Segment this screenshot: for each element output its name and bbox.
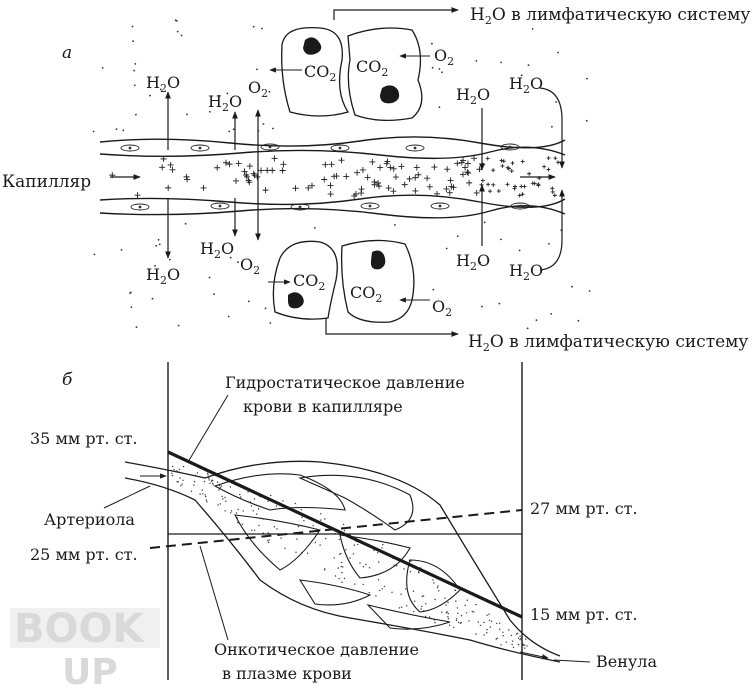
co2-label-top-right: CO2 <box>356 57 388 79</box>
capillary-wall-top <box>99 136 566 160</box>
lymph-arrow-top <box>333 7 459 20</box>
water-arrows <box>165 87 565 271</box>
arteriole-leader <box>103 485 151 509</box>
h2o-label-8: H2O <box>509 261 543 283</box>
pressure-35: 35 мм рт. ст. <box>30 429 138 448</box>
endothelial-cells <box>120 143 530 211</box>
capillary-wall-bottom <box>99 194 566 219</box>
hydrostatic-label-line2: крови в капилляре <box>243 397 403 416</box>
h2o-label-5: H2O <box>200 239 234 261</box>
capillary-lumen-particles <box>109 155 561 199</box>
h2o-label-3: H2O <box>456 85 490 107</box>
svg-text:BOOK: BOOK <box>14 606 145 652</box>
svg-text:UP: UP <box>62 652 118 690</box>
capillary-label: Капилляр <box>2 172 91 192</box>
watermark-logo: BOOK UP <box>10 606 160 690</box>
svg-text:H2O: H2O <box>200 239 234 261</box>
svg-text:H2O: H2O <box>146 73 180 95</box>
h2o-label-2: H2O <box>208 92 242 114</box>
panel-b-label: б <box>62 370 73 390</box>
panel-a-label: а <box>62 43 72 63</box>
arteriole-label: Артериола <box>44 510 135 529</box>
svg-text:O2: O2 <box>240 255 260 277</box>
hydrostatic-label-line1: Гидростатическое давление <box>225 373 465 392</box>
h2o-label-1: H2O <box>146 73 180 95</box>
svg-text:H2O: H2O <box>509 261 543 283</box>
tissue-cells-top <box>281 26 423 122</box>
lymph-label-bottom: H2O в лимфатическую систему <box>468 332 748 354</box>
o2-label-bottom-left: O2 <box>240 255 260 277</box>
svg-text:H2O в лимфатическую систему: H2O в лимфатическую систему <box>470 5 750 27</box>
co2-label-bottom-left: CO2 <box>293 271 325 293</box>
svg-text:CO2: CO2 <box>350 283 382 305</box>
svg-text:H2O: H2O <box>456 251 490 273</box>
svg-text:H2O: H2O <box>146 265 180 287</box>
pressure-27: 27 мм рт. ст. <box>530 499 638 518</box>
venule-label: Венула <box>596 652 657 671</box>
co2-label-bottom-right: CO2 <box>350 283 382 305</box>
interstitial-space-dots <box>92 19 591 330</box>
svg-text:CO2: CO2 <box>293 271 325 293</box>
pressure-15: 15 мм рт. ст. <box>530 605 638 624</box>
o2-label-bottom-right: O2 <box>432 297 452 319</box>
venule-flow-arrow <box>519 651 549 660</box>
svg-text:O2: O2 <box>248 78 268 100</box>
co2-label-top-left: CO2 <box>304 62 336 84</box>
oncotic-label-line1: Онкотическое давление <box>214 640 419 659</box>
svg-text:CO2: CO2 <box>356 57 388 79</box>
oncotic-leader <box>199 545 229 641</box>
lymph-arrow-bottom <box>325 318 459 337</box>
tissue-cells-bottom <box>272 239 415 323</box>
o2-label-top-left: O2 <box>248 78 268 100</box>
gas-exchange-arrows <box>268 53 430 303</box>
svg-text:H2O в лимфатическую систему: H2O в лимфатическую систему <box>468 332 748 354</box>
svg-text:O2: O2 <box>432 297 452 319</box>
pressure-25: 25 мм рт. ст. <box>30 545 138 564</box>
h2o-label-7: H2O <box>456 251 490 273</box>
hydrostatic-leader <box>187 394 229 463</box>
venule-leader <box>553 659 591 663</box>
svg-text:CO2: CO2 <box>304 62 336 84</box>
svg-text:H2O: H2O <box>208 92 242 114</box>
capillary-bed-network <box>124 460 561 663</box>
oncotic-label-line2: в плазме крови <box>222 664 352 683</box>
o2-label-top-right: O2 <box>434 46 454 68</box>
oncotic-pressure-line <box>149 509 523 549</box>
panel-a: Капилляр а H2O в лимфатическую систему H… <box>2 5 750 354</box>
svg-text:H2O: H2O <box>456 85 490 107</box>
h2o-label-4: H2O <box>509 74 543 96</box>
h2o-label-6: H2O <box>146 265 180 287</box>
panel-b: б Гидростатическое давление крови в капи… <box>30 362 657 683</box>
svg-text:O2: O2 <box>434 46 454 68</box>
svg-text:H2O: H2O <box>509 74 543 96</box>
lymph-label-top: H2O в лимфатическую систему <box>470 5 750 27</box>
